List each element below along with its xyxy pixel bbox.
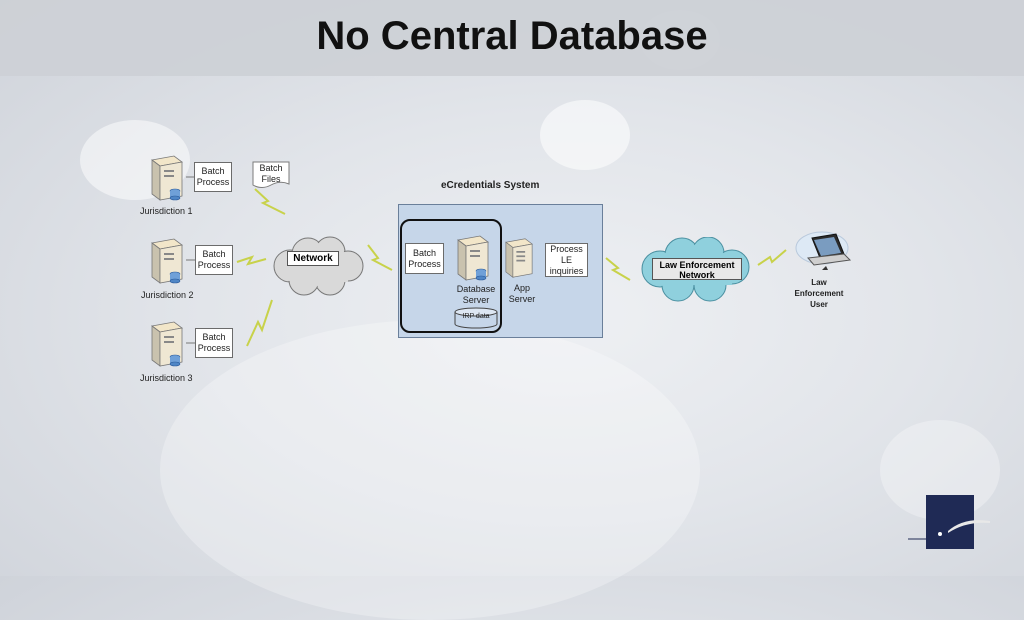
batch-files-label: Batch Files [259,163,283,184]
irp-data-cylinder-icon [454,307,498,329]
server-icon [151,321,183,367]
app-server-icon [505,238,533,278]
jurisdiction-3-label: Jurisdiction 3 [140,373,193,383]
server-icon [151,155,183,201]
laptop-icon [795,231,852,270]
jurisdiction-1-label: Jurisdiction 1 [140,206,193,216]
logo-accent [908,520,990,540]
database-server-label: Database Server [456,284,496,305]
network-cloud-icon [273,236,364,296]
jurisdiction-1-batch-process: Batch Process [194,162,232,192]
irp-data-label: IRP data [462,313,490,320]
app-server-label: App Server [508,283,536,304]
law-enforcement-user-label: Law Enforcement User [794,278,844,309]
jurisdiction-2-label: Jurisdiction 2 [141,290,194,300]
title-bar [0,0,1024,76]
central-database-frame [400,219,502,333]
network-label: Network [287,251,339,266]
system-batch-process: Batch Process [405,243,444,274]
jurisdiction-3-batch-process: Batch Process [195,328,233,358]
process-le-inquiries-box: Process LE inquiries [545,243,588,277]
database-server-icon [457,235,489,281]
server-icon [151,238,183,284]
document-icon [252,161,290,188]
slide-title: No Central Database [316,14,708,58]
law-enforcement-network-label: Law Enforcement Network [652,258,742,280]
jurisdiction-2-batch-process: Batch Process [195,245,233,275]
system-title: eCredentials System [441,180,540,191]
